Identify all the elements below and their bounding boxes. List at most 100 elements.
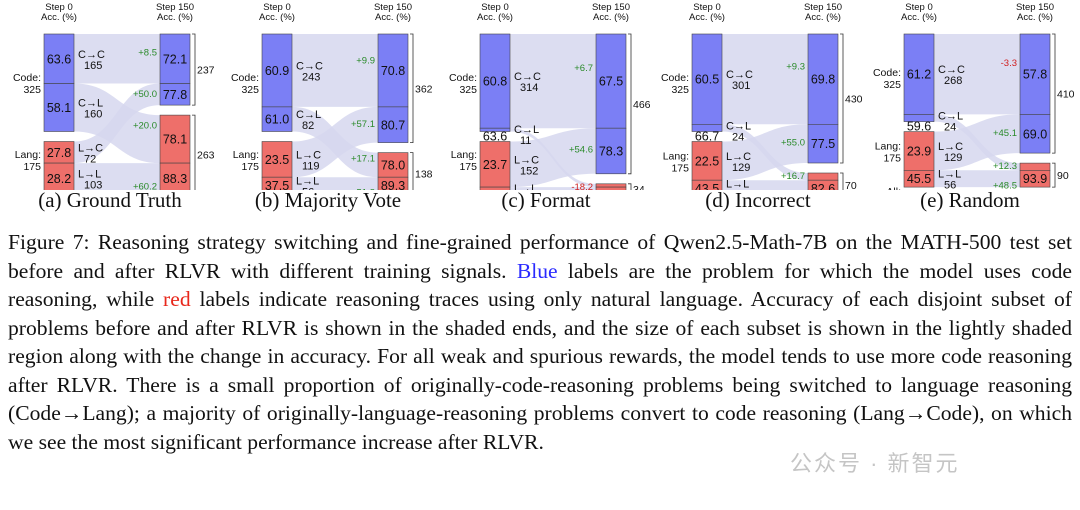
lang-group-count: 175 xyxy=(671,162,689,174)
step150-header: Step 150 xyxy=(156,2,194,13)
transition-label: C→C xyxy=(296,60,323,72)
right-code-bracket xyxy=(840,33,844,164)
segment-accuracy-label: 37.5 xyxy=(265,179,289,190)
step0-header: Step 0 xyxy=(263,2,290,13)
segment-accuracy-label: 69.8 xyxy=(811,73,835,87)
flow-lang-to-lang xyxy=(934,170,1020,188)
transition-label: L→C xyxy=(78,142,103,154)
right-code-bracket-count: 430 xyxy=(845,94,863,106)
panel-caption: (a) Ground Truth xyxy=(38,188,182,212)
right-bar-lang-to-code xyxy=(1019,114,1051,154)
flow-lang-to-lang xyxy=(722,180,808,190)
right-bar-code-to-code xyxy=(595,33,627,129)
right-code-bracket-count: 466 xyxy=(633,99,651,111)
flow-lang-to-code xyxy=(722,124,808,181)
segment-accuracy-label: 60.5 xyxy=(695,73,719,87)
left-bar-lang-to-lang xyxy=(43,162,75,190)
step0-header: Acc. (%) xyxy=(901,12,937,23)
segment-accuracy-label: 69.0 xyxy=(1023,127,1047,141)
right-lang-bracket-count: 90 xyxy=(1057,170,1069,182)
code-group-label: Code: xyxy=(449,72,477,84)
accuracy-delta: +9.3 xyxy=(786,62,805,73)
segment-accuracy-label: 58.1 xyxy=(47,101,71,115)
left-bar-code-to-code xyxy=(903,33,935,115)
lang-group-label: Lang: xyxy=(15,149,41,161)
step150-header: Acc. (%) xyxy=(1017,12,1053,23)
transition-label: C→C xyxy=(514,71,541,83)
step150-header: Acc. (%) xyxy=(157,12,193,23)
step150-header: Step 150 xyxy=(592,2,630,13)
segment-accuracy-label: 23.5 xyxy=(265,153,289,167)
segment-accuracy-label: 88.3 xyxy=(163,172,187,186)
left-bar-code-to-lang xyxy=(903,114,935,122)
right-lang-bracket xyxy=(1052,162,1056,188)
right-lang-bracket-count: 138 xyxy=(415,168,433,180)
lang-group-count: 175 xyxy=(241,161,259,173)
flow-lang-to-code xyxy=(934,114,1020,171)
left-bar-lang-to-code xyxy=(261,141,293,178)
segment-accuracy-label: 77.5 xyxy=(811,137,835,151)
transition-count: 243 xyxy=(302,71,320,83)
lang-group-label: Lang: xyxy=(451,149,477,161)
transition-count: 119 xyxy=(302,160,320,172)
segment-accuracy-label: 27.8 xyxy=(47,146,71,160)
flow-lang-to-lang xyxy=(292,177,378,190)
panel-format: 60.863.623.756.567.578.345.591.3C→C314C→… xyxy=(440,0,652,222)
code-group-count: 325 xyxy=(23,84,41,96)
segment-accuracy-label: 82.6 xyxy=(811,182,835,190)
right-bar-code-to-lang xyxy=(159,114,191,164)
flow-lang-to-lang xyxy=(510,187,596,190)
segment-accuracy-label: 72.1 xyxy=(163,52,187,66)
panel-caption: (c) Format xyxy=(501,188,591,212)
right-bar-lang-to-code xyxy=(159,83,191,106)
right-bar-lang-to-lang xyxy=(377,176,409,190)
right-bar-lang-to-code xyxy=(807,124,839,164)
transition-label: C→L xyxy=(938,110,963,122)
step150-header: Step 150 xyxy=(804,2,842,13)
right-code-bracket xyxy=(410,33,414,143)
segment-accuracy-label: 61.0 xyxy=(265,113,289,127)
left-bar-lang-to-code xyxy=(691,141,723,181)
segment-accuracy-label: 70.8 xyxy=(381,64,405,78)
flow-lang-to-code xyxy=(292,106,378,178)
panel-incorrect: 60.566.722.543.569.877.583.382.6C→C301C→… xyxy=(652,0,864,222)
panel-caption: (d) Incorrect xyxy=(705,188,811,212)
right-bar-lang-to-code xyxy=(595,127,627,175)
segment-accuracy-label: 22.5 xyxy=(695,154,719,168)
transition-count: 301 xyxy=(732,80,750,92)
right-bar-lang-to-lang xyxy=(159,162,191,190)
figure-caption: Figure 7: Reasoning strategy switching a… xyxy=(8,228,1072,456)
left-bar-code-to-code xyxy=(43,33,75,84)
segment-accuracy-label: 61.2 xyxy=(907,68,931,82)
transition-label: C→C xyxy=(78,49,105,61)
accuracy-delta: +54.6 xyxy=(569,145,593,156)
step0-header: Step 0 xyxy=(905,2,932,13)
segment-accuracy-label: 78.0 xyxy=(381,158,405,172)
right-bar-code-to-code xyxy=(1019,33,1051,115)
code-group-count: 325 xyxy=(241,84,259,96)
step0-header: Acc. (%) xyxy=(259,12,295,23)
caption-red-word: red xyxy=(163,287,191,311)
transition-count: 152 xyxy=(520,165,538,177)
accuracy-delta: +20.0 xyxy=(133,121,157,132)
accuracy-delta: +9.9 xyxy=(356,56,375,67)
right-lang-bracket-count: 263 xyxy=(197,150,215,162)
segment-accuracy-label: 45.5 xyxy=(907,172,931,186)
accuracy-delta: +45.1 xyxy=(993,128,1017,139)
segment-accuracy-label: 43.5 xyxy=(695,182,719,190)
right-bar-lang-to-lang xyxy=(807,179,839,190)
transition-label: L→C xyxy=(514,154,539,166)
code-group-label: Code: xyxy=(873,67,901,79)
step150-header: Step 150 xyxy=(1016,2,1054,13)
step0-header: Acc. (%) xyxy=(41,12,77,23)
flow-code-to-code xyxy=(722,34,808,125)
flow-lang-to-code xyxy=(74,83,160,164)
step0-header: Acc. (%) xyxy=(477,12,513,23)
accuracy-delta: +6.7 xyxy=(574,63,593,74)
caption-text: Figure 7: Reasoning strategy switching a… xyxy=(8,230,1072,283)
left-bar-lang-to-code xyxy=(903,131,935,171)
lang-group-label: Lang: xyxy=(663,150,689,162)
right-lang-bracket-count: 70 xyxy=(845,180,857,190)
segment-accuracy-label: 23.7 xyxy=(483,158,507,172)
transition-count: 268 xyxy=(944,75,962,87)
